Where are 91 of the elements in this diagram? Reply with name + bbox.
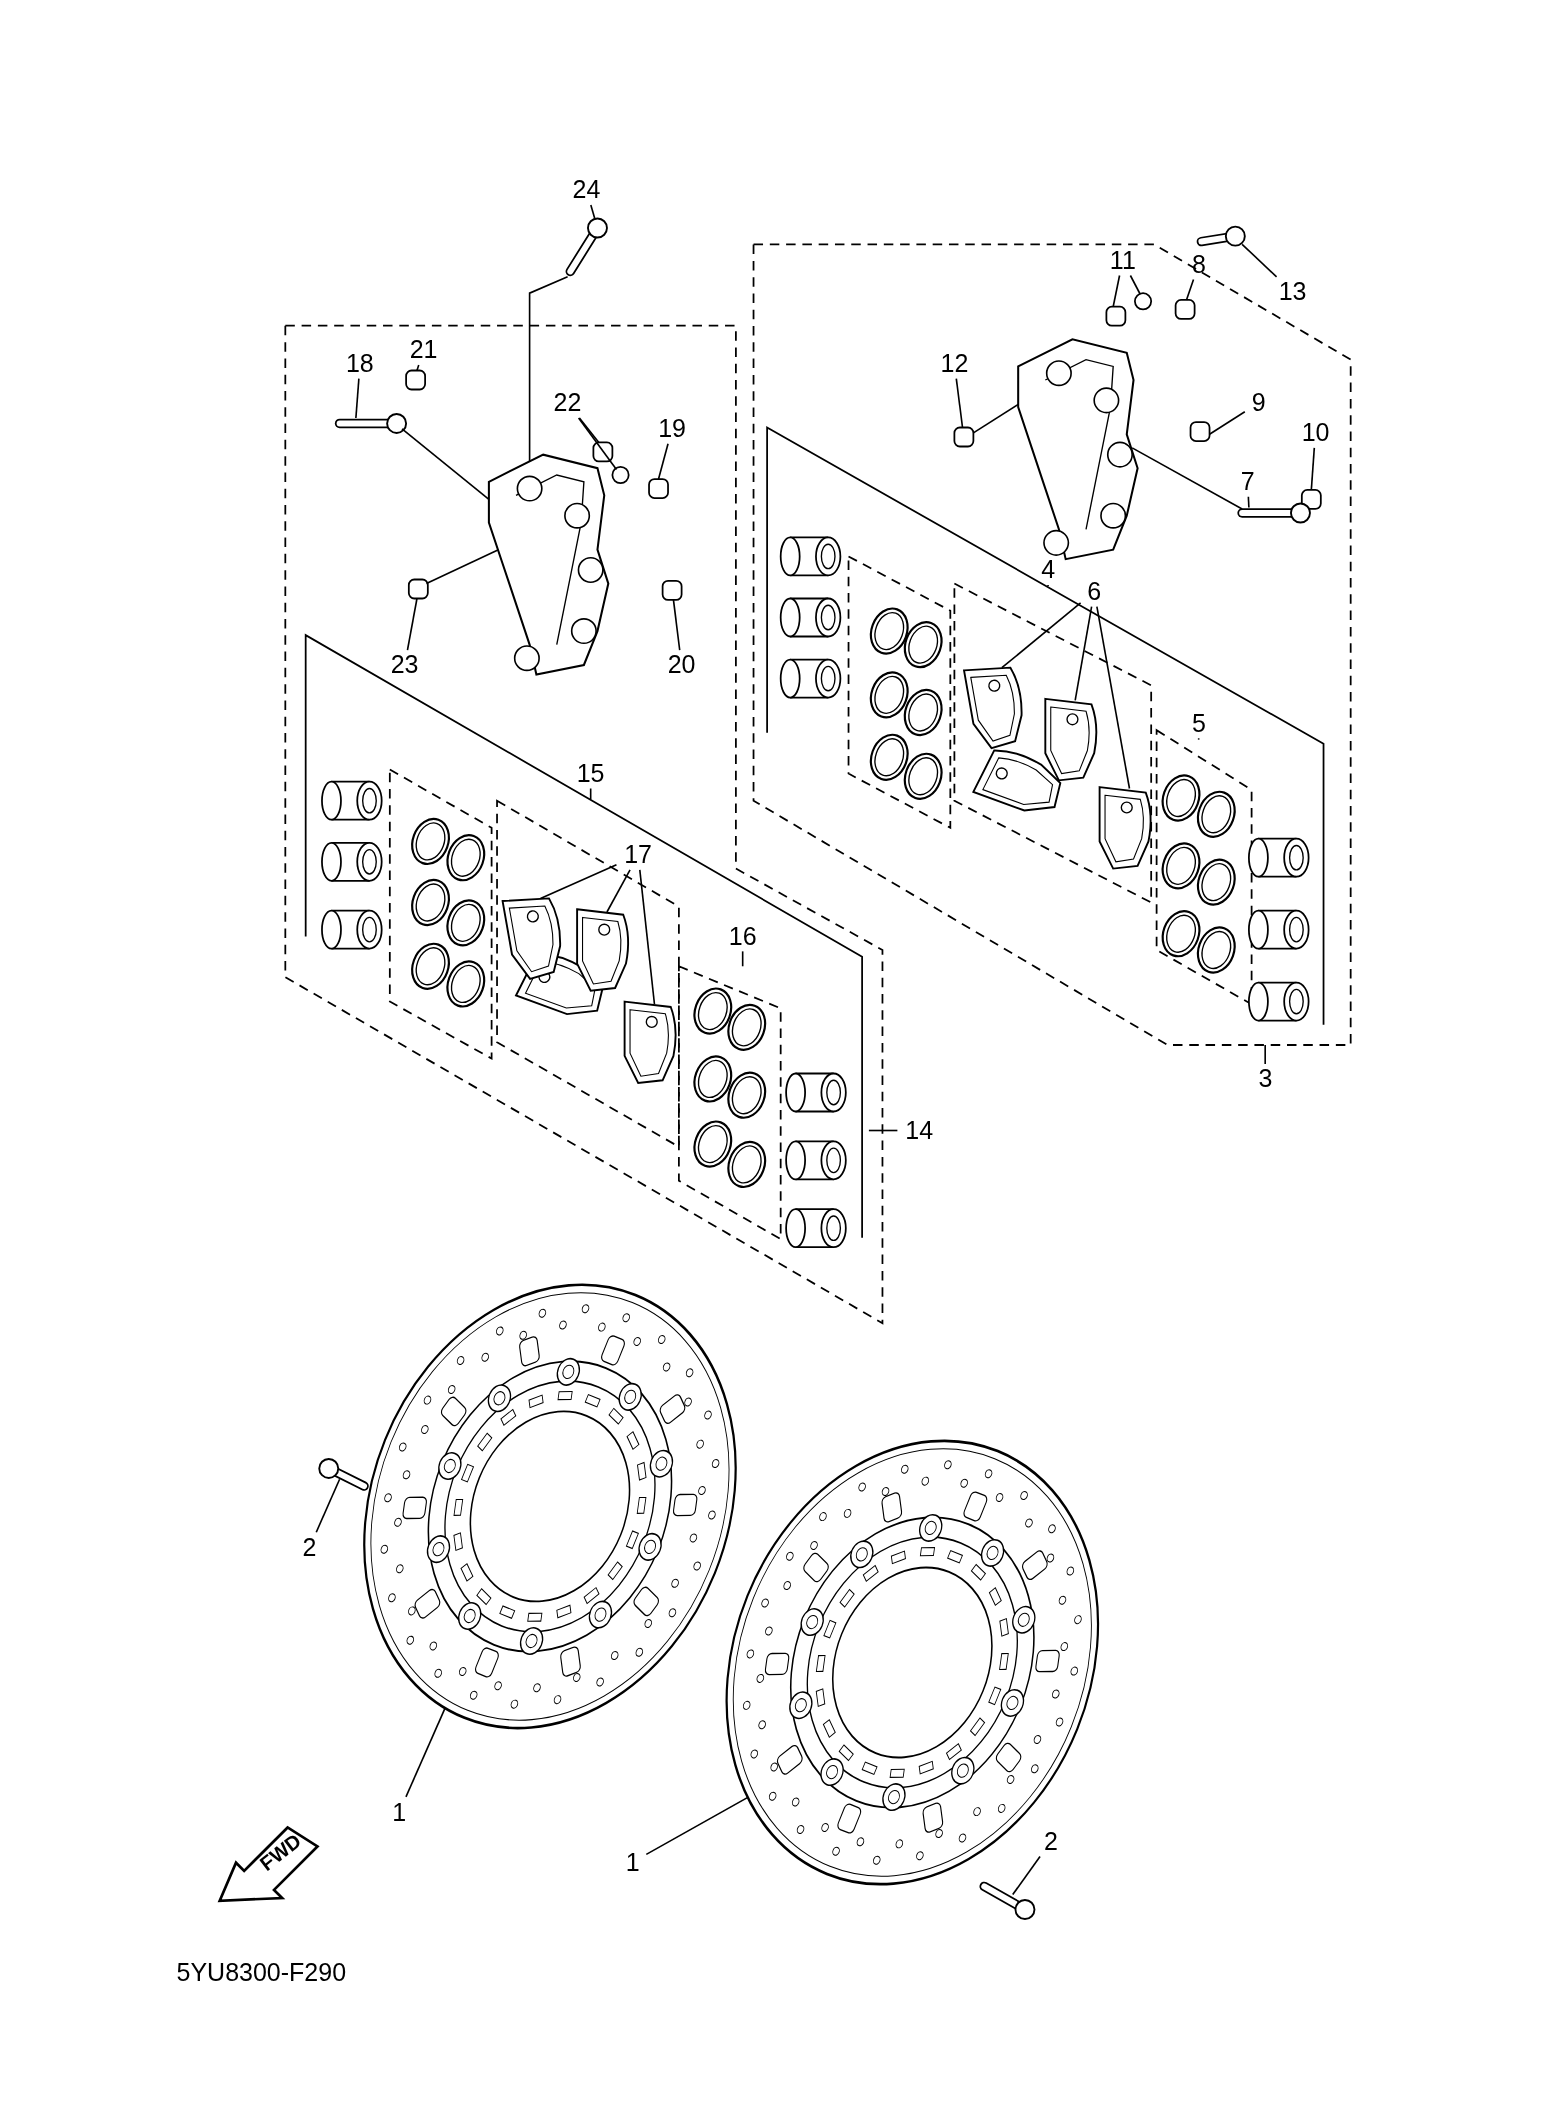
leader-line [578,417,600,444]
leader-line [1185,278,1195,301]
callout-number: 1 [619,1847,647,1878]
callout-number: 17 [616,840,660,871]
callout-number: 1 [385,1797,413,1828]
callout-number: 13 [1270,276,1315,307]
leader-line [315,1478,341,1534]
brake-pad-drawing [1044,697,1098,782]
callout-number: 6 [1080,577,1108,607]
leader-line [528,276,569,463]
leader-line [657,442,669,480]
caliper-drawing [1017,338,1139,561]
leader-line [972,403,1019,434]
pin-drawing [334,413,408,434]
callout-number: 21 [401,335,446,366]
leader-line [1310,447,1316,491]
leader-line [639,869,656,1006]
pin-drawing [1237,502,1311,524]
leader-line [1074,605,1093,702]
leader-line [405,1707,446,1798]
callout-number: 23 [382,650,427,681]
leader-line [1047,584,1049,588]
brake-disc-drawing [363,1283,737,1730]
clip-drawing [1300,489,1322,510]
leader-line [355,377,360,419]
brake-pad-drawing [623,1000,677,1084]
callout-number: 19 [650,414,694,444]
callout-number: 3 [1251,1064,1279,1095]
cap-drawing [611,466,630,484]
leader-line [868,1129,899,1132]
callout-number: 11 [1101,245,1145,276]
leader-line [406,597,418,651]
callout-number: 10 [1293,418,1338,449]
leader-line [589,787,592,801]
brake-disc-drawing [725,1439,1100,1886]
leader-line [590,204,596,220]
bolt-drawing [1196,225,1246,247]
callout-number: 18 [338,348,382,379]
brake-pad-drawing [501,897,562,980]
leader-line [1264,1044,1266,1065]
callout-number: 15 [568,758,613,789]
leader-line [539,863,618,900]
leader-line [1197,737,1200,741]
leader-line [1247,495,1250,509]
leader-line [741,950,744,968]
bolt-drawing [318,1458,369,1491]
leader-line [1112,274,1121,308]
bleed-screw-drawing [1105,305,1127,327]
leader-line [425,548,500,585]
leader-line [955,377,964,429]
leader-line [645,1796,749,1856]
spring-drawing [648,478,669,499]
leader-line [1129,274,1142,296]
pad-pin-drawing [661,580,683,601]
cap-drawing [1134,292,1153,311]
leader-line [1001,602,1082,669]
bolt-drawing [565,217,608,277]
leader-line [1208,410,1246,436]
callout-number: 8 [1185,249,1213,280]
brake-pad-drawing [1098,786,1152,870]
bolt-drawing [979,1881,1036,1920]
plug-drawing [407,578,429,600]
leader-line [1011,1855,1041,1896]
callout-number: 12 [932,348,977,379]
brake-pad-drawing [963,666,1023,750]
callout-number: 2 [295,1532,324,1563]
brake-pad-drawing [576,908,630,992]
callout-number: 20 [659,650,704,681]
leader-line [401,428,490,501]
leader-line [672,599,681,651]
clip-drawing [405,369,426,391]
leader-line [606,869,631,913]
caliper-drawing [487,453,610,676]
callout-number: 5 [1185,708,1213,739]
spring-drawing [1174,299,1196,320]
bleed-screw-drawing [592,441,614,463]
leader-line [416,364,420,372]
callout-number: 16 [720,921,765,952]
leader-line [577,417,618,471]
callout-number: 7 [1234,467,1262,497]
callout-number: 2 [1037,1827,1065,1858]
callout-number: 22 [545,388,590,419]
callout-number: 9 [1245,388,1273,419]
callout-number: 14 [897,1116,941,1146]
callout-number: 4 [1034,555,1062,586]
callout-number: 24 [564,175,609,205]
leader-line [1241,243,1278,278]
drawing-number: 5YU8300-F290 [176,1957,347,1987]
leader-line [1131,447,1243,510]
plug-drawing [953,426,975,448]
pad-pin-drawing [1189,421,1211,442]
